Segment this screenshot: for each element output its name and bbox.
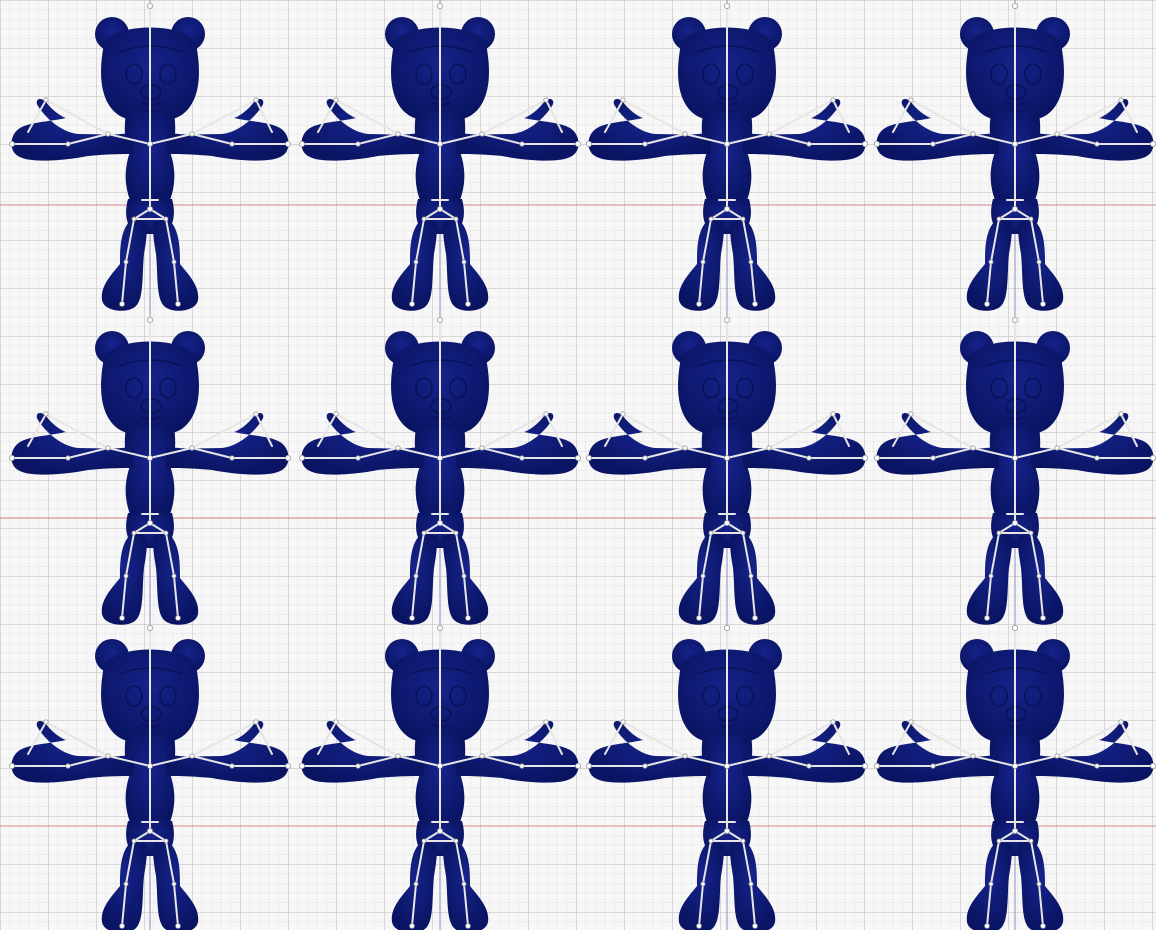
figure-canvas bbox=[0, 0, 1156, 930]
skinning-weights-figure bbox=[0, 0, 1156, 930]
